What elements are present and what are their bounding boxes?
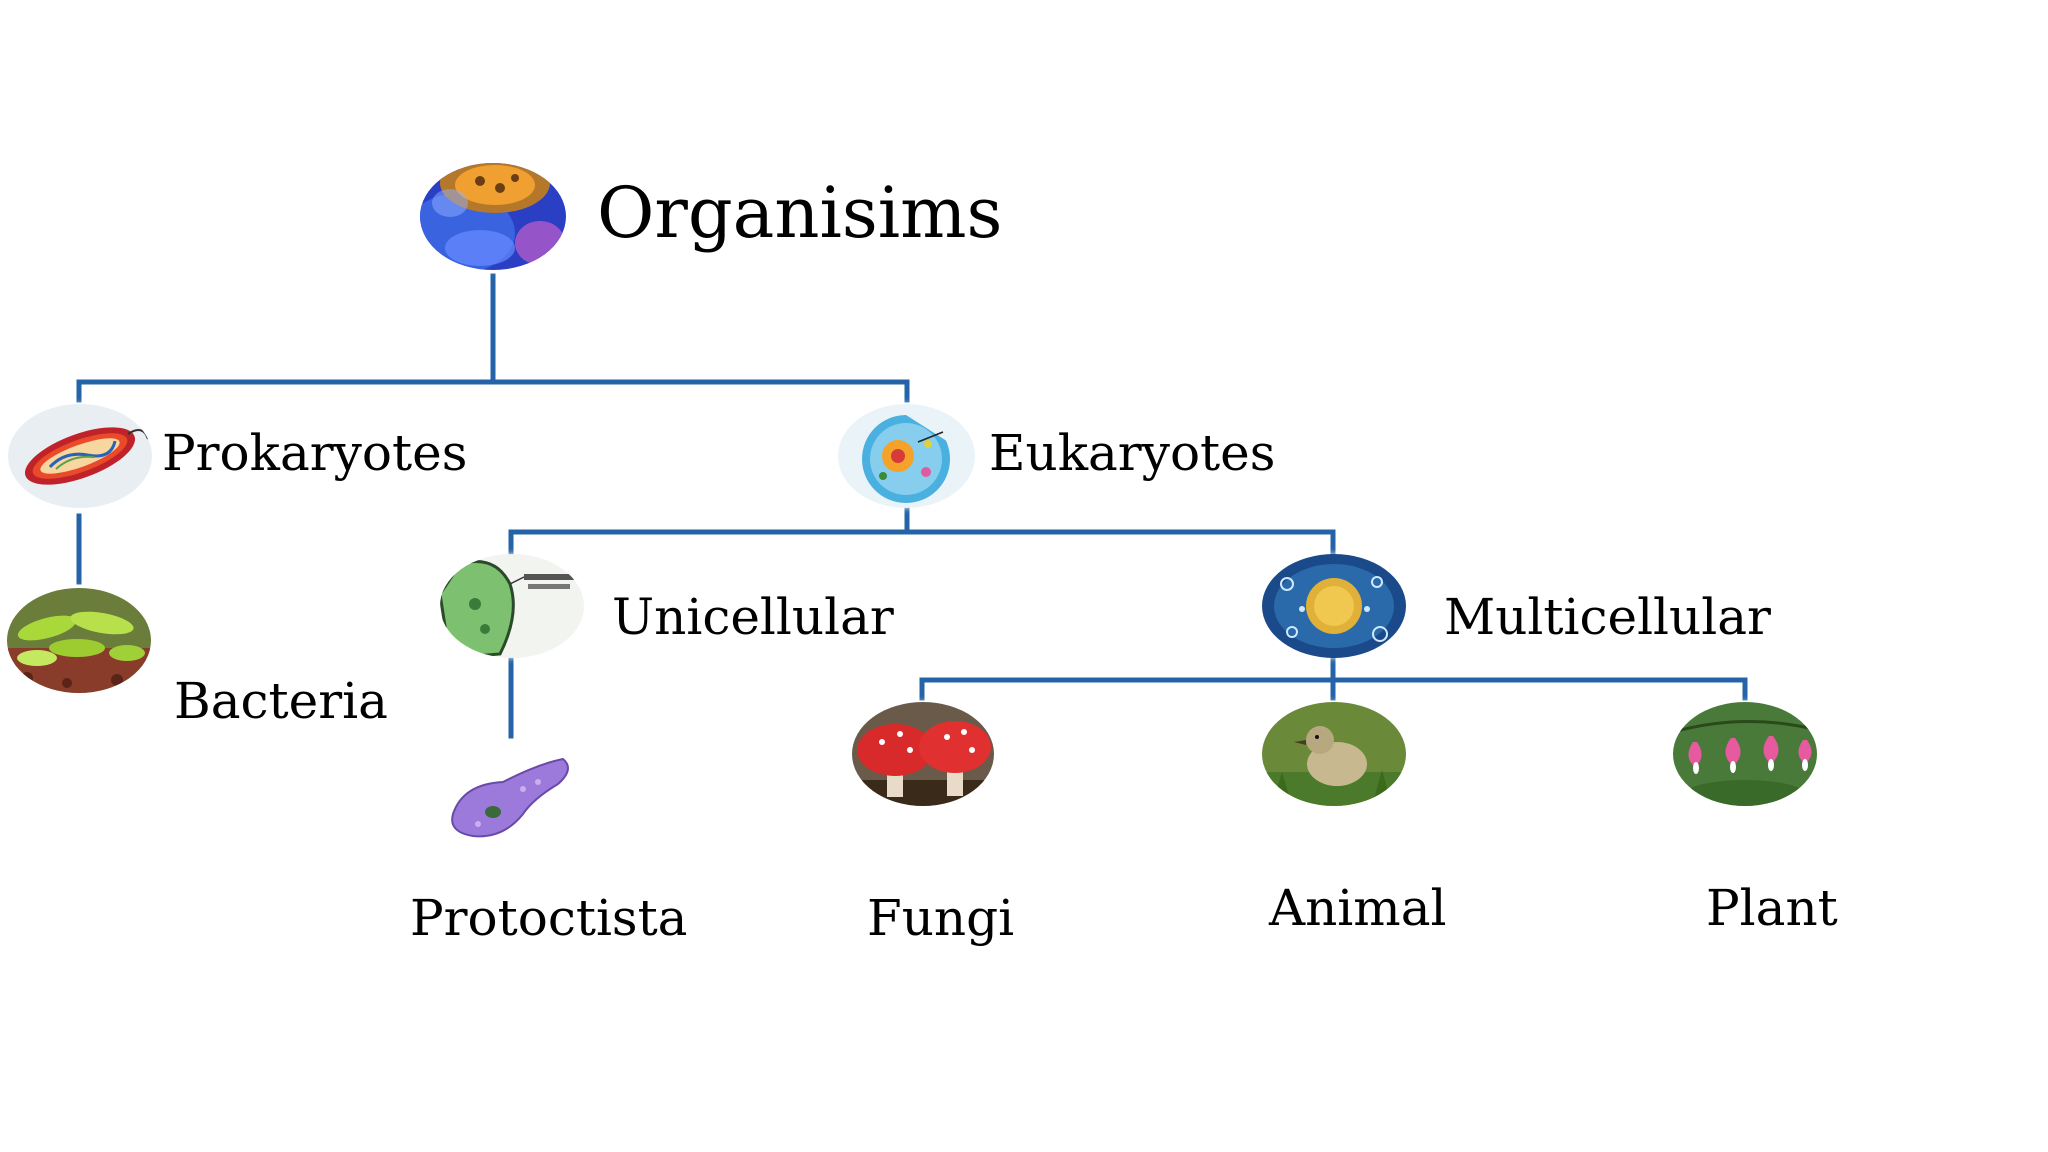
fungi-label: Fungi	[867, 889, 1015, 947]
root-label: Organisims	[597, 172, 1003, 254]
amoeba-icon	[443, 744, 578, 848]
mushroom-icon	[852, 702, 994, 806]
prokaryotes-label: Prokaryotes	[162, 424, 468, 482]
cell-cluster-icon	[1262, 554, 1406, 658]
unicellular-label: Unicellular	[612, 588, 894, 646]
eukaryotes-label: Eukaryotes	[989, 424, 1276, 482]
bacteria-label: Bacteria	[174, 672, 388, 730]
virus-icon	[420, 163, 566, 270]
multicellular-label: Multicellular	[1444, 588, 1771, 646]
bacteria-icon	[7, 588, 151, 693]
animal-label: Animal	[1269, 879, 1447, 937]
prokaryote-cell-icon	[8, 404, 152, 508]
paramecium-icon	[440, 554, 584, 658]
plant-label: Plant	[1706, 879, 1838, 937]
eukaryote-cell-icon	[838, 404, 975, 508]
duckling-icon	[1262, 702, 1406, 806]
bleeding-heart-flower-icon	[1673, 702, 1817, 806]
protoctista-label: Protoctista	[410, 889, 688, 947]
